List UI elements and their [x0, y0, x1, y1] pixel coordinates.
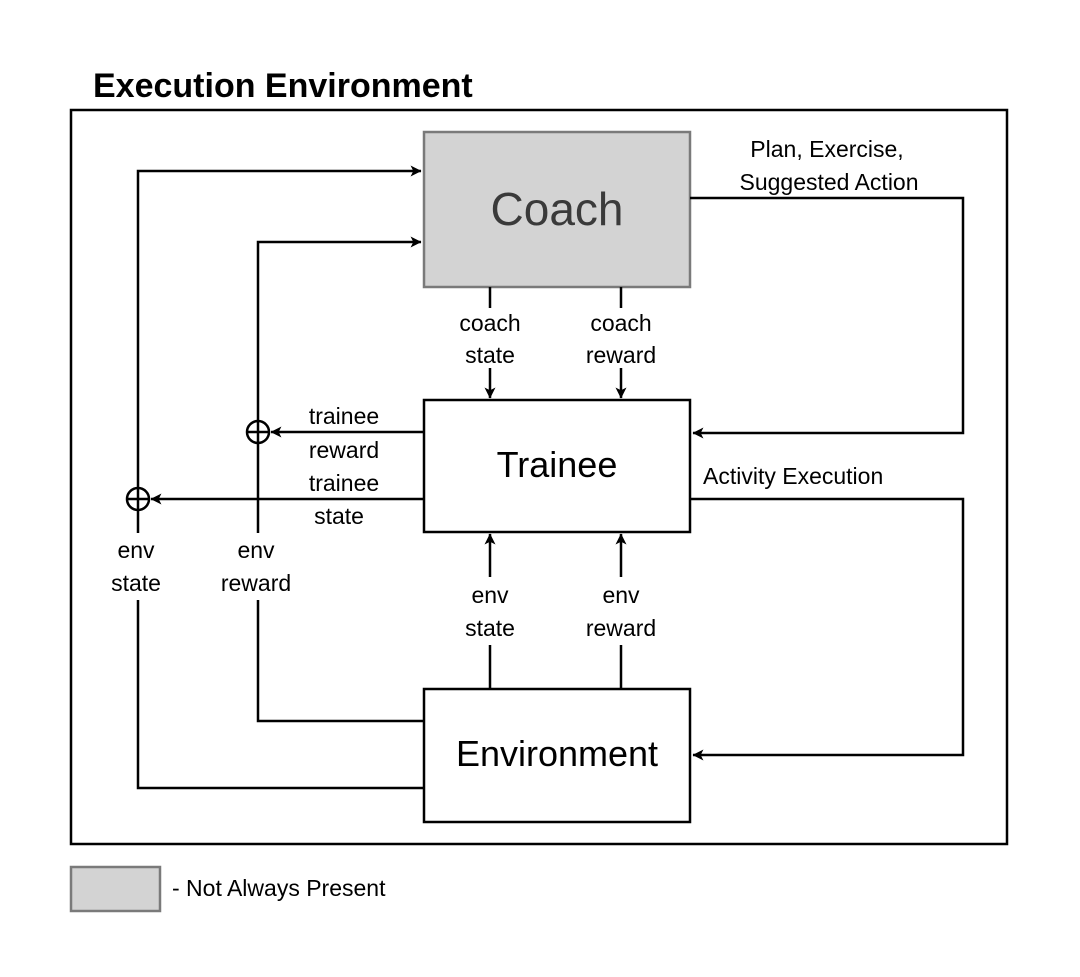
execution-environment-frame — [69, 108, 1009, 846]
svg-text:coach: coach — [590, 310, 651, 336]
summing-junction-reward-icon — [245, 419, 271, 445]
diagram-title: Execution Environment — [93, 67, 473, 105]
summing-junction-state-icon — [125, 486, 151, 512]
legend: - Not Always Present — [69, 865, 386, 913]
trainee-node: Trainee — [422, 398, 692, 534]
environment-node: Environment — [422, 687, 692, 824]
svg-text:reward: reward — [586, 615, 656, 641]
svg-text:env: env — [117, 537, 155, 563]
trainee-label: Trainee — [497, 444, 618, 485]
svg-text:coach: coach — [459, 310, 520, 336]
environment-label: Environment — [456, 733, 658, 774]
edge-coach-reward: coach reward — [586, 287, 656, 399]
edge-env-state-up: env state — [465, 533, 515, 689]
svg-text:env: env — [602, 582, 640, 608]
svg-text:trainee: trainee — [309, 470, 379, 496]
legend-label: - Not Always Present — [172, 875, 386, 901]
svg-text:env: env — [471, 582, 509, 608]
svg-text:reward: reward — [586, 342, 656, 368]
coach-node: Coach — [422, 130, 692, 289]
svg-text:Suggested Action: Suggested Action — [739, 169, 918, 195]
svg-text:Activity Execution: Activity Execution — [703, 463, 883, 489]
edge-trainee-to-environment: Activity Execution — [690, 463, 965, 761]
edge-env-state-to-coach: env state — [111, 165, 424, 790]
svg-text:reward: reward — [221, 570, 291, 596]
svg-text:state: state — [111, 570, 161, 596]
svg-text:state: state — [314, 503, 364, 529]
edge-coach-to-trainee: Plan, Exercise, Suggested Action — [690, 136, 965, 439]
svg-text:reward: reward — [309, 437, 379, 463]
svg-text:trainee: trainee — [309, 403, 379, 429]
coach-label: Coach — [491, 183, 624, 235]
edge-trainee-reward: trainee reward — [270, 403, 424, 463]
svg-text:Plan, Exercise,: Plan, Exercise, — [750, 136, 903, 162]
svg-text:env: env — [237, 537, 275, 563]
svg-text:state: state — [465, 615, 515, 641]
edge-trainee-state: trainee state — [150, 470, 424, 529]
svg-text:state: state — [465, 342, 515, 368]
edge-env-reward-up: env reward — [586, 533, 656, 689]
edge-coach-state: coach state — [459, 287, 521, 399]
legend-swatch — [69, 865, 162, 913]
